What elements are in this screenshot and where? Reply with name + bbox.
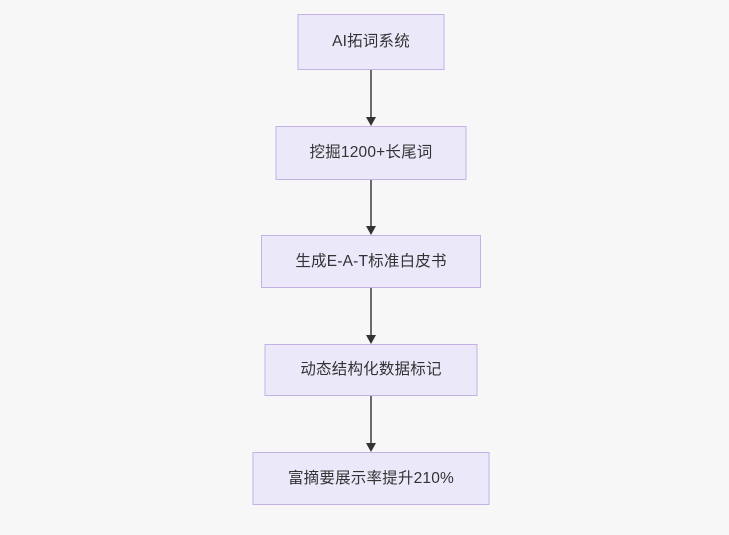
- flow-node-5[interactable]: 富摘要展示率提升210%: [252, 452, 490, 505]
- flow-edge-2-line: [370, 180, 372, 226]
- flow-node-5-label: 富摘要展示率提升210%: [287, 469, 455, 487]
- flow-edge-4-line: [370, 396, 372, 443]
- flow-node-2-label: 挖掘1200+长尾词: [309, 144, 433, 162]
- flow-node-1-label: AI拓词系统: [332, 33, 410, 51]
- flow-node-3-label: 生成E-A-T标准白皮书: [295, 252, 447, 270]
- flow-node-4[interactable]: 动态结构化数据标记: [264, 344, 478, 396]
- flow-edge-3-line: [370, 288, 372, 335]
- flow-edge-2-arrowhead: [366, 226, 376, 235]
- flow-node-4-label: 动态结构化数据标记: [300, 361, 442, 379]
- flow-edge-1-arrowhead: [366, 117, 376, 126]
- flow-edge-4-arrowhead: [366, 443, 376, 452]
- flow-edge-1-line: [370, 70, 372, 117]
- flow-edge-3-arrowhead: [366, 335, 376, 344]
- flow-edge-4-to-5: [365, 396, 377, 452]
- flow-edge-3-to-4: [365, 288, 377, 344]
- flow-node-2[interactable]: 挖掘1200+长尾词: [275, 126, 467, 180]
- flow-node-3[interactable]: 生成E-A-T标准白皮书: [261, 235, 481, 288]
- flow-node-1[interactable]: AI拓词系统: [297, 14, 445, 70]
- flow-edge-2-to-3: [365, 180, 377, 235]
- flow-edge-1-to-2: [365, 70, 377, 126]
